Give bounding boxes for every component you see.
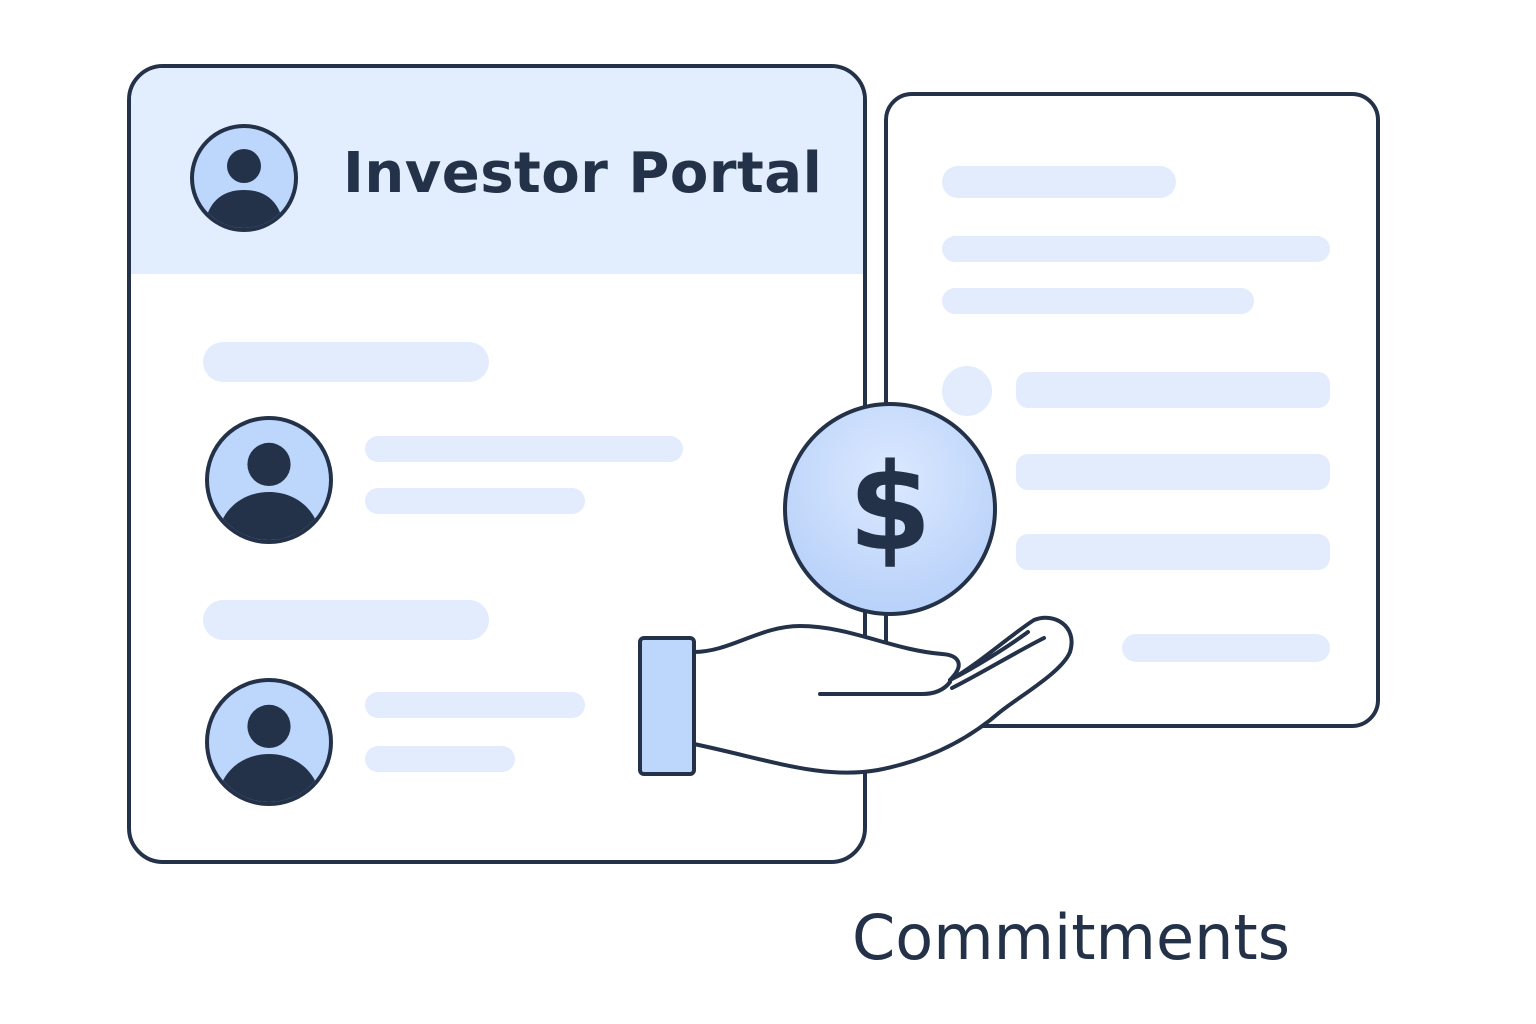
open-hand-icon [638, 615, 1074, 776]
user-avatar-icon [205, 678, 333, 806]
user-avatar-icon [190, 124, 298, 232]
user-avatar-icon [205, 416, 333, 544]
commitment-document-card [884, 92, 1380, 728]
doc-text-line-placeholder [942, 236, 1330, 262]
dollar-coin-icon: $ [783, 402, 997, 616]
investor-name-placeholder [365, 436, 683, 462]
doc-title-placeholder [942, 166, 1176, 198]
section-label-placeholder [203, 342, 489, 382]
section-label-placeholder [203, 600, 489, 640]
investor-detail-placeholder [365, 488, 585, 514]
dollar-symbol: $ [848, 439, 932, 578]
doc-bullet-dot [942, 366, 992, 416]
page-title: Investor Portal [343, 141, 823, 206]
doc-row-placeholder [1016, 534, 1330, 570]
commitments-caption: Commitments [852, 901, 1290, 974]
doc-text-line-placeholder [942, 288, 1254, 314]
investor-name-placeholder [365, 692, 585, 718]
doc-row-placeholder [1016, 454, 1330, 490]
portal-header: Investor Portal [131, 68, 863, 274]
doc-row-placeholder [1016, 372, 1330, 408]
investor-detail-placeholder [365, 746, 515, 772]
doc-footer-placeholder [1122, 634, 1330, 662]
